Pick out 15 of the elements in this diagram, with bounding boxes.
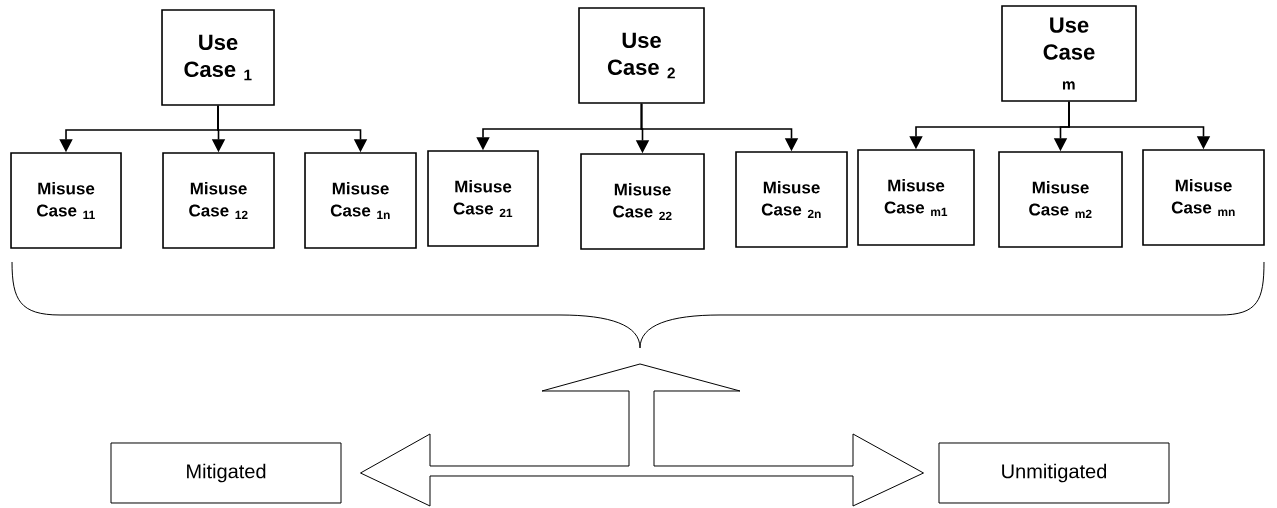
misuse-case-box: Misuse Case $_{12}$ [162,152,275,249]
use-case-box: Use Case $_{2}$ [578,7,705,104]
misuse-case-box: Misuse Case $_{mn}$ [1142,149,1265,246]
misuse-case-box: Misuse Case $_{11}$ [10,152,122,249]
misuse-case-box: Misuse Case $_{m2}$ [998,151,1123,248]
misuse-case-box: Misuse Case $_{m1}$ [857,149,975,246]
use-case-box: Use Case $_{1}$ [161,9,275,106]
outcome-box: Mitigated [110,442,342,504]
misuse-case-box: Misuse Case $_{22}$ [580,153,705,250]
misuse-case-box: Misuse Case $_{2n}$ [735,151,848,248]
misuse-case-box: Misuse Case $_{1n}$ [304,152,417,249]
misuse-case-box: Misuse Case $_{21}$ [427,150,539,247]
outcome-box: Unmitigated [938,442,1170,504]
use-case-box: Use Case m [1001,5,1137,102]
block-arrow [360,363,924,507]
